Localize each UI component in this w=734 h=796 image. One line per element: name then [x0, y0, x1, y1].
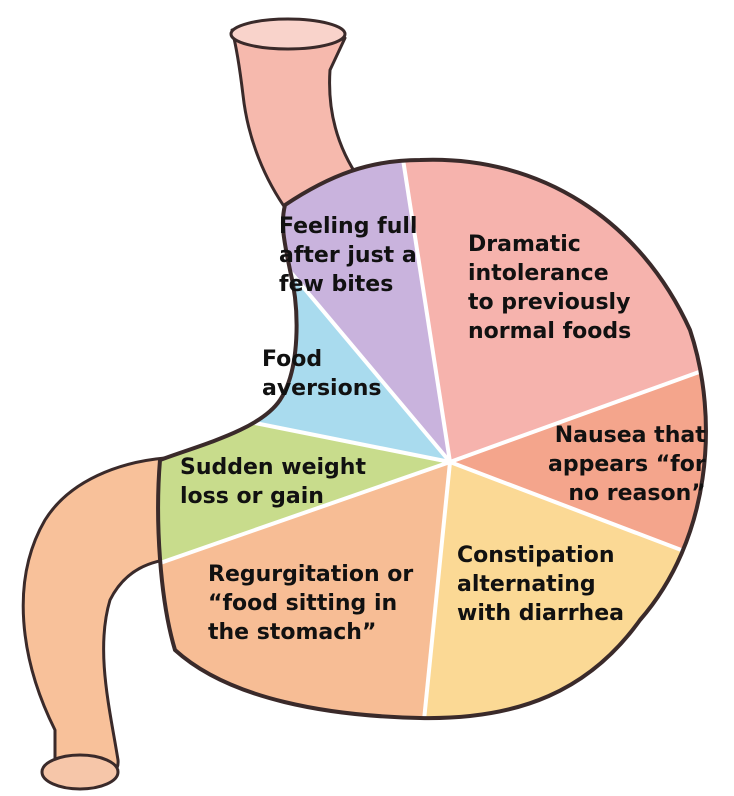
- duodenum-opening: [42, 755, 118, 789]
- esophagus-opening: [231, 19, 345, 49]
